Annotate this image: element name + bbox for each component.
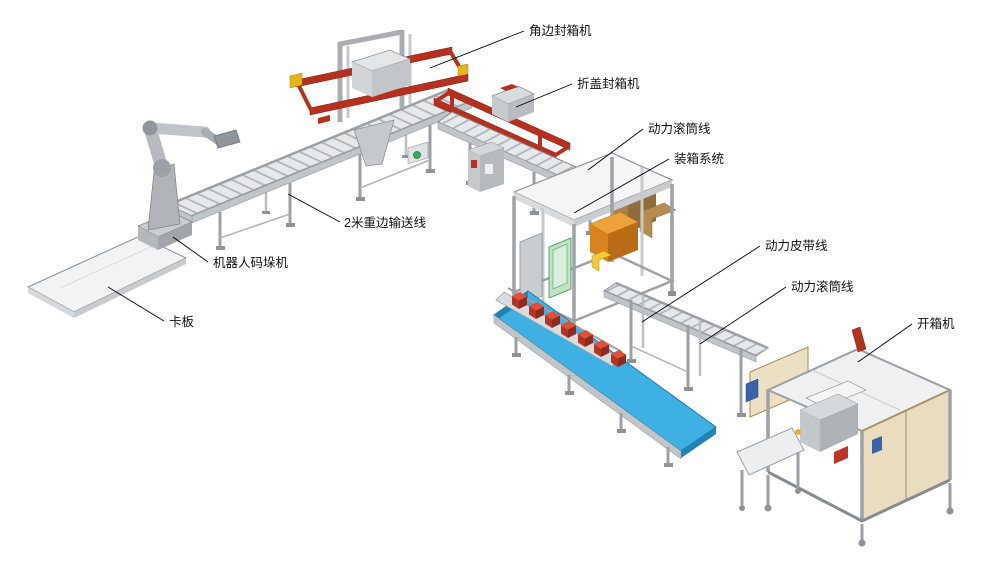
flap-sealer-cabinet-front — [468, 150, 480, 192]
case-packer-side-unit — [519, 232, 543, 306]
belt-legs — [514, 337, 670, 464]
red-box — [611, 350, 626, 367]
roller-line-rollers — [604, 283, 768, 356]
callout-labels: 角边封箱机 折盖封箱机 动力滚筒线 装箱系统 动力皮带线 动力滚筒线 开箱机 2… — [169, 23, 955, 331]
robot-gripper — [213, 129, 241, 149]
power-roller-line-right-label: 动力滚筒线 — [791, 279, 854, 294]
erector-inner-box-side — [820, 404, 858, 452]
case-packer-green-panel-inner — [552, 243, 568, 290]
corner-sealer-start-button — [413, 151, 421, 159]
corner-sealer-label: 角边封箱机 — [529, 23, 592, 38]
power-roller-line-top-label: 动力滚筒线 — [648, 121, 711, 136]
corner-sealer-head-side — [372, 59, 410, 97]
flap-sealer-cabinet-label — [485, 164, 493, 174]
power-belt-line-label: 动力皮带线 — [765, 239, 828, 253]
pallet — [26, 235, 188, 318]
flap-sealer-head-cap — [500, 84, 518, 91]
case-packing-system-label: 装箱系统 — [674, 151, 724, 166]
red-box — [561, 321, 576, 338]
flap-sealer-label: 折盖封箱机 — [577, 76, 640, 91]
conveyor-2m — [166, 88, 474, 250]
red-box — [545, 311, 560, 328]
belt-end-cap-right — [681, 427, 716, 458]
conveyor-2m-label: 2米重边输送线 — [344, 215, 426, 230]
case-packer-brown-box2 — [639, 202, 677, 239]
case-erector-label: 开箱机 — [917, 316, 955, 331]
red-box — [512, 292, 527, 309]
erector-table-legs — [740, 452, 800, 505]
erector-legs — [766, 475, 952, 540]
red-box — [529, 302, 544, 319]
robot-palletizer — [137, 120, 241, 250]
robot-palletizer-label: 机器人码垛机 — [213, 255, 289, 270]
pallet-edge-side — [74, 258, 186, 318]
robot-elbow-joint — [142, 120, 158, 136]
robot-base-side — [158, 222, 192, 250]
erector-handle-red — [851, 326, 867, 353]
case-packer-posts — [512, 157, 674, 334]
corner-sealer-motor-yellow — [289, 72, 303, 89]
erector-blue-unit — [745, 378, 759, 403]
erector-front-table — [736, 427, 805, 476]
robot-base-front — [138, 226, 158, 250]
power-belt-line — [493, 287, 717, 467]
roller-line-legs — [629, 300, 743, 414]
corner-sealer-rail-near — [309, 73, 469, 116]
flap-sealer-head-side — [508, 94, 534, 122]
corner-sealer-motor-yellow-2 — [457, 63, 469, 77]
belt-skirt — [493, 314, 682, 460]
corner-sealer-clamp — [318, 115, 330, 124]
corner-sealer-hopper — [353, 119, 395, 167]
erector-blue-unit-2 — [872, 436, 882, 454]
conveyor-2m-legs — [218, 125, 432, 247]
leader-lines — [107, 30, 913, 363]
red-box — [594, 340, 609, 357]
corner-sealer-head-front — [352, 62, 372, 97]
erector-inner-box-front — [800, 410, 820, 452]
pallet-edge-front — [28, 287, 74, 318]
erector-red-part — [834, 446, 848, 464]
roller-line-skirt — [603, 290, 757, 363]
erector-yellow-knob — [795, 429, 801, 435]
case-packer-orange-box-side — [608, 222, 638, 262]
corner-sealer — [289, 29, 469, 167]
flap-sealer-cabinet-button — [471, 160, 477, 168]
case-packer-yellow-box — [591, 250, 612, 272]
pallet-label: 卡板 — [169, 315, 195, 329]
robot-shoulder-joint — [153, 159, 171, 177]
conveyor-2m-rollers — [168, 90, 472, 216]
flap-sealer-head-front — [492, 96, 508, 122]
robot-upper-arm — [144, 122, 211, 138]
red-box — [578, 330, 593, 347]
case-erector — [736, 326, 954, 547]
case-packer-slab-edge-side — [574, 180, 672, 227]
